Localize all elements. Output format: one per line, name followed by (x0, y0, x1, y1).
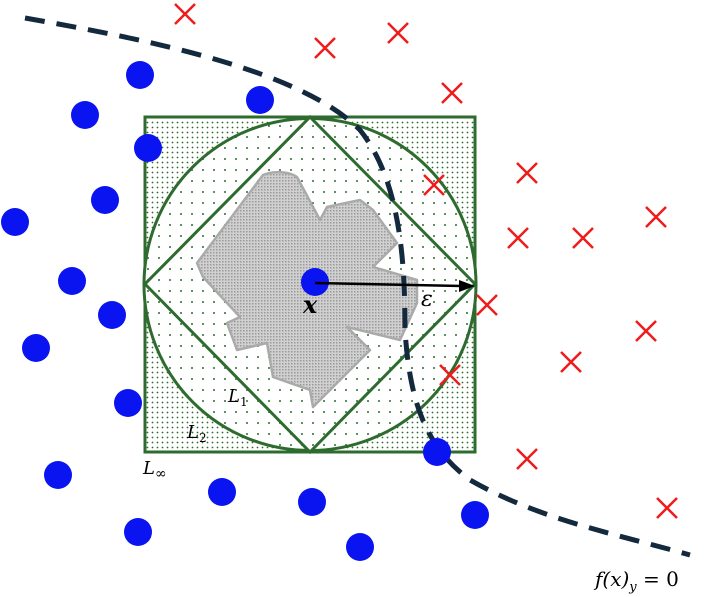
class-b-points (174, 3, 678, 519)
class-a-point (71, 101, 99, 129)
class-a-point (44, 461, 72, 489)
class-a-point (423, 438, 451, 466)
class-b-point (656, 497, 678, 519)
arrow-head (459, 280, 475, 292)
class-b-point (174, 3, 196, 25)
class-a-points (1, 61, 489, 561)
boundary-label: f(x)y = 0 (593, 567, 679, 595)
decision-boundary (24, 15, 691, 558)
class-a-point (22, 334, 50, 362)
class-b-point (387, 22, 409, 44)
class-a-point (461, 501, 489, 529)
class-a-point (301, 268, 329, 296)
class-b-point (572, 227, 594, 249)
class-a-point (346, 533, 374, 561)
linf-label: L∞ (142, 458, 167, 482)
class-b-point (516, 162, 538, 184)
class-a-point (298, 488, 326, 516)
class-b-point (476, 294, 498, 316)
class-b-point (507, 227, 529, 249)
epsilon-arrow (314, 281, 463, 288)
class-b-point (560, 351, 582, 373)
l1-label: L1 (227, 386, 248, 409)
class-a-point (134, 134, 162, 162)
class-b-point (645, 206, 667, 228)
class-b-point (441, 82, 463, 104)
class-a-point (58, 267, 86, 295)
class-a-point (114, 389, 142, 417)
l2-label: L2 (186, 422, 207, 445)
x-label: x (302, 290, 318, 319)
class-a-point (91, 186, 119, 214)
class-b-point (439, 364, 461, 386)
class-a-point (1, 208, 29, 236)
class-a-point (246, 86, 274, 114)
class-a-point (124, 518, 152, 546)
class-b-point (635, 320, 657, 342)
class-a-point (126, 61, 154, 89)
class-b-point (516, 448, 538, 470)
class-b-point (314, 37, 336, 59)
class-b-point (423, 174, 445, 196)
class-a-point (208, 478, 236, 506)
class-a-point (98, 301, 126, 329)
epsilon-label: ε (421, 287, 433, 312)
